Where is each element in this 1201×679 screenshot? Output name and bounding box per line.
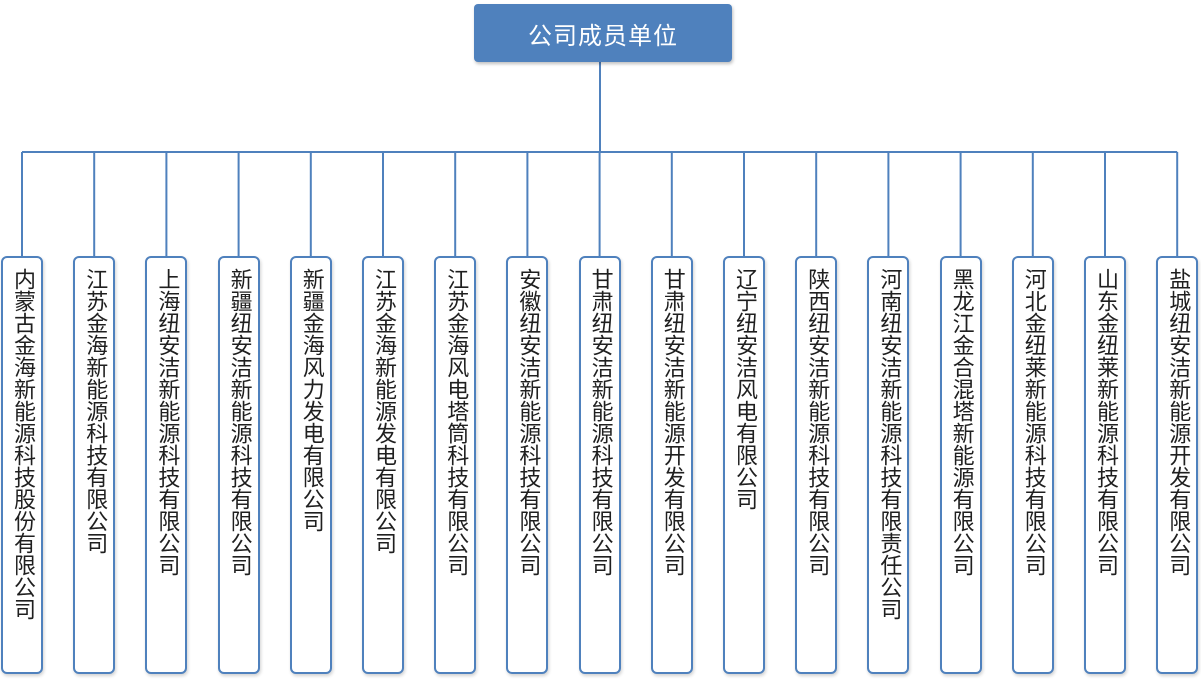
unit-node: 江苏金海新能源发电有限公司 (362, 256, 404, 674)
unit-node: 辽宁纽安洁风电有限公司 (723, 256, 765, 674)
unit-node: 河南纽安洁新能源科技有限责任公司 (867, 256, 910, 674)
unit-node-label: 上海纽安洁新能源科技有限公司 (154, 268, 180, 576)
unit-node: 山东金纽莱新能源科技有限公司 (1084, 256, 1126, 674)
unit-node-label: 陕西纽安洁新能源科技有限公司 (804, 268, 830, 576)
unit-node-label: 甘肃纽安洁新能源科技有限公司 (587, 268, 613, 576)
unit-node-label: 甘肃纽安洁新能源开发有限公司 (659, 268, 685, 576)
unit-node: 甘肃纽安洁新能源开发有限公司 (650, 256, 693, 674)
unit-node: 陕西纽安洁新能源科技有限公司 (795, 256, 838, 674)
unit-node: 新疆金海风力发电有限公司 (289, 256, 332, 674)
unit-node: 甘肃纽安洁新能源科技有限公司 (578, 256, 621, 674)
unit-node-label: 盐城纽安洁新能源开发有限公司 (1165, 268, 1191, 576)
unit-node-label: 新疆纽安洁新能源科技有限公司 (226, 268, 252, 576)
unit-node: 江苏金海风电塔筒科技有限公司 (434, 256, 477, 674)
unit-node-label: 黑龙江金合混塔新能源有限公司 (948, 268, 974, 576)
unit-node: 河北金纽莱新能源科技有限公司 (1011, 256, 1054, 674)
unit-node: 上海纽安洁新能源科技有限公司 (145, 256, 188, 674)
unit-node-label: 内蒙古金海新能源科技股份有限公司 (10, 268, 35, 620)
unit-node-label: 江苏金海风电塔筒科技有限公司 (443, 268, 469, 576)
unit-node: 江苏金海新能源科技有限公司 (73, 256, 116, 674)
unit-node: 盐城纽安洁新能源开发有限公司 (1156, 256, 1199, 674)
unit-node: 安徽纽安洁新能源科技有限公司 (506, 256, 549, 674)
root-node-label: 公司成员单位 (528, 21, 678, 50)
unit-node-label: 河南纽安洁新能源科技有限责任公司 (876, 268, 902, 620)
unit-node-label: 河北金纽莱新能源科技有限公司 (1020, 268, 1046, 576)
root-node: 公司成员单位 (474, 4, 732, 62)
unit-node-label: 江苏金海新能源发电有限公司 (371, 268, 396, 554)
unit-node-label: 新疆金海风力发电有限公司 (298, 268, 324, 532)
unit-node: 黑龙江金合混塔新能源有限公司 (939, 256, 982, 674)
unit-node-label: 安徽纽安洁新能源科技有限公司 (515, 268, 541, 576)
unit-node: 内蒙古金海新能源科技股份有限公司 (1, 256, 43, 674)
unit-node-label: 辽宁纽安洁风电有限公司 (732, 268, 757, 510)
unit-node: 新疆纽安洁新能源科技有限公司 (217, 256, 260, 674)
unit-node-label: 江苏金海新能源科技有限公司 (82, 268, 108, 554)
unit-node-label: 山东金纽莱新能源科技有限公司 (1093, 268, 1118, 576)
